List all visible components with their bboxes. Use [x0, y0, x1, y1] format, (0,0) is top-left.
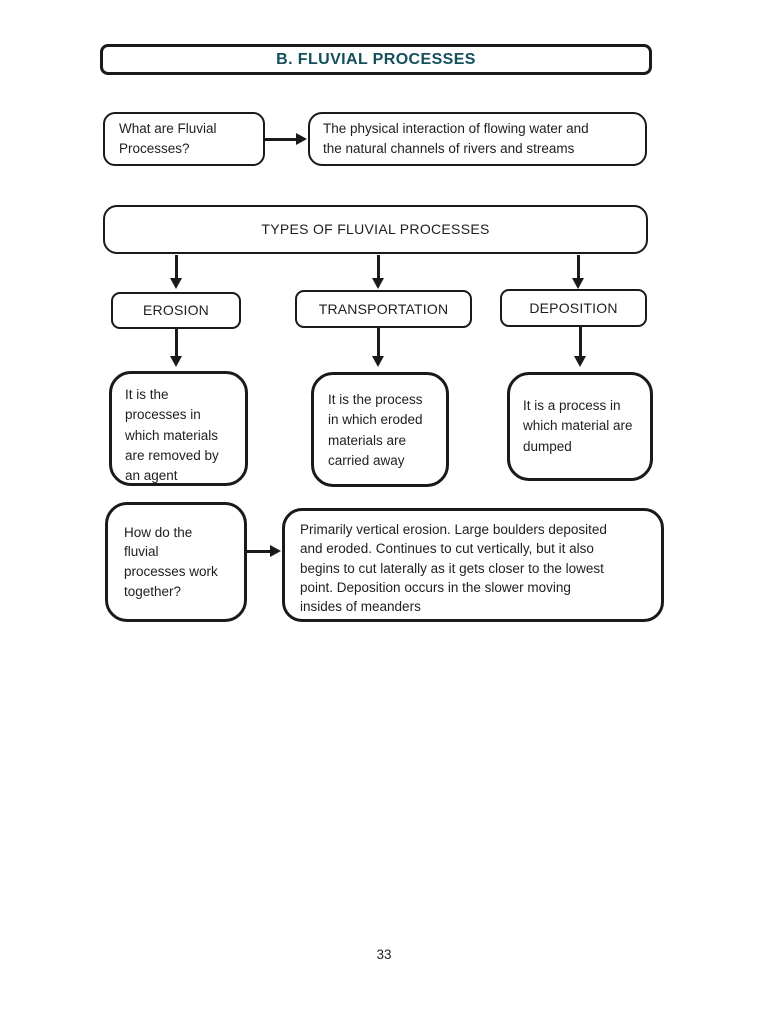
page-number: 33	[376, 947, 392, 962]
arrow-down-erosion-desc-icon	[175, 329, 178, 357]
arrow-down-transportation-icon	[377, 255, 380, 279]
arrow-synthesis-right-icon	[247, 550, 271, 553]
arrow-down-transportation-desc-icon	[377, 328, 380, 357]
arrow-down-deposition-desc-icon	[579, 327, 582, 357]
types-header-box: TYPES OF FLUVIAL PROCESSES	[103, 205, 648, 254]
intro-answer-text: The physical interaction of flowing wate…	[323, 121, 589, 156]
page-title: B. FLUVIAL PROCESSES	[276, 50, 476, 68]
erosion-description: It is the processes in which materials a…	[125, 387, 219, 483]
synthesis-answer-box: Primarily vertical erosion. Large boulde…	[282, 508, 664, 622]
erosion-description-box: It is the processes in which materials a…	[109, 371, 248, 486]
types-header-text: TYPES OF FLUVIAL PROCESSES	[261, 221, 490, 238]
arrow-intro-right-icon	[265, 138, 297, 141]
synthesis-question-box: How do the fluvial processes work togeth…	[105, 502, 247, 622]
intro-question-box: What are Fluvial Processes?	[103, 112, 265, 166]
synthesis-answer-text: Primarily vertical erosion. Large boulde…	[300, 522, 607, 615]
deposition-description-box: It is a process in which material are du…	[507, 372, 653, 481]
transportation-label: TRANSPORTATION	[318, 300, 449, 317]
erosion-label-box: EROSION	[111, 292, 241, 329]
title-box: B. FLUVIAL PROCESSES	[100, 44, 652, 75]
transportation-description-box: It is the process in which eroded materi…	[311, 372, 449, 487]
deposition-label: DEPOSITION	[529, 299, 618, 316]
intro-answer-box: The physical interaction of flowing wate…	[308, 112, 647, 166]
synthesis-question-text: How do the fluvial processes work togeth…	[124, 524, 218, 599]
arrow-down-deposition-icon	[577, 255, 580, 279]
deposition-label-box: DEPOSITION	[500, 289, 647, 327]
erosion-label: EROSION	[143, 302, 209, 319]
deposition-description: It is a process in which material are du…	[523, 398, 633, 454]
intro-question-text: What are Fluvial Processes?	[119, 121, 217, 156]
transportation-description: It is the process in which eroded materi…	[328, 392, 423, 468]
transportation-label-box: TRANSPORTATION	[295, 290, 472, 328]
arrow-down-erosion-icon	[175, 255, 178, 279]
